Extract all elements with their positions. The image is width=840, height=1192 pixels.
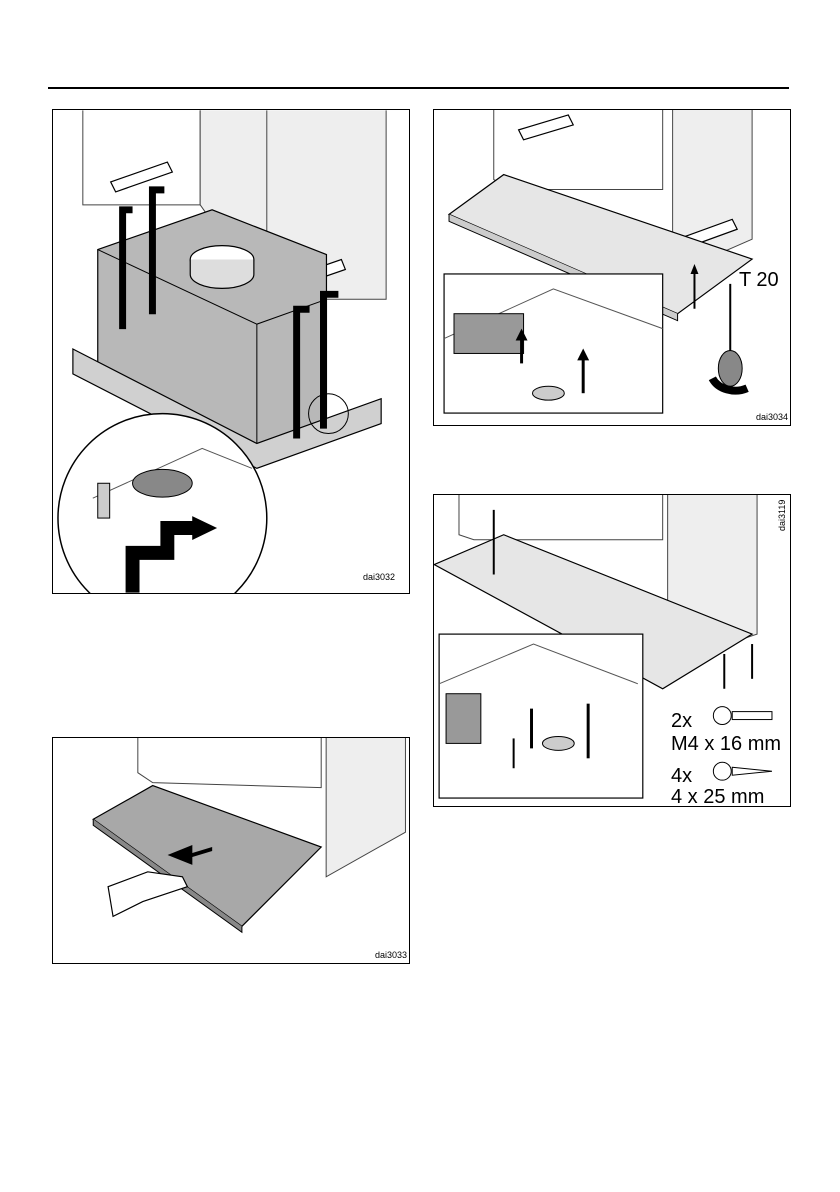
illustration-hood-installation [53, 110, 409, 593]
screw2-size: 4 x 25 mm [671, 787, 764, 807]
illustration-panel-pull [53, 738, 409, 963]
illustration-panel-screws [434, 495, 790, 806]
screw1-size: M4 x 16 mm [671, 734, 781, 754]
header-rule [48, 87, 789, 89]
figure-dai3119: 2x M4 x 16 mm 4x 4 x 25 mm dai3119 [433, 494, 791, 807]
figure-dai3034: T 20 dai3034 [433, 109, 791, 426]
screw2-qty: 4x [671, 766, 692, 786]
figure-dai3033: dai3033 [52, 737, 410, 964]
figure-code: dai3119 [777, 500, 787, 531]
figure-code: dai3034 [756, 412, 788, 422]
figure-dai3032: dai3032 [52, 109, 410, 594]
torx-size-label: T 20 [739, 270, 779, 290]
illustration-bracket-mounting [434, 110, 790, 425]
screw1-qty: 2x [671, 711, 692, 731]
figure-code: dai3032 [363, 572, 395, 582]
figure-code: dai3033 [375, 950, 407, 960]
